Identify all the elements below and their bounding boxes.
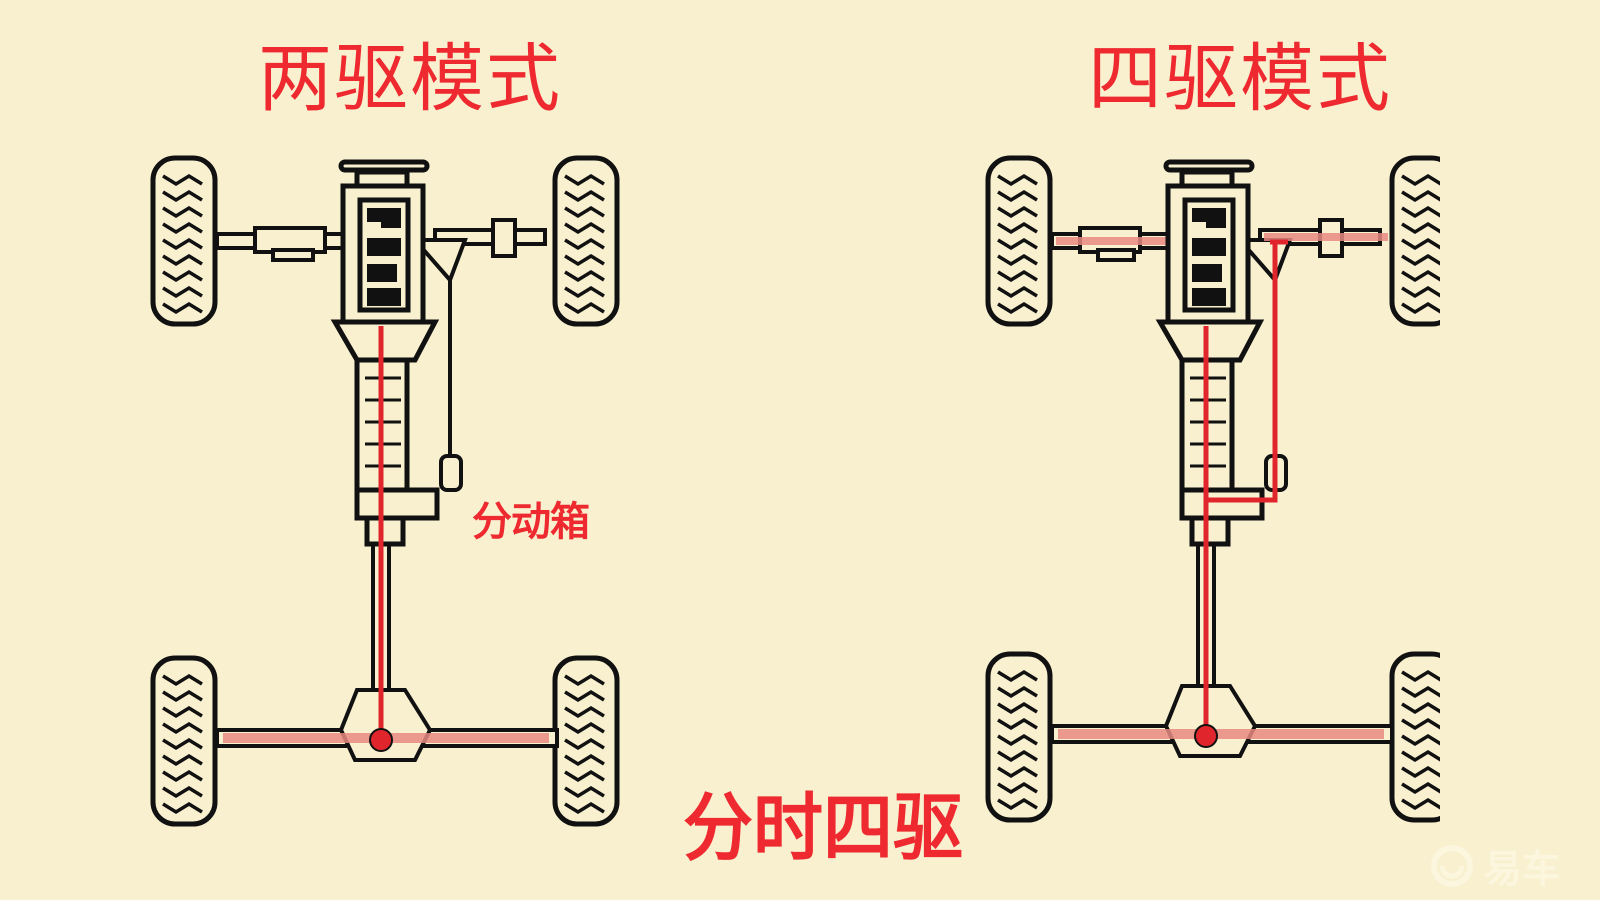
title-four-wheel-drive: 四驱模式 bbox=[1088, 36, 1392, 122]
rear-left-tire bbox=[153, 658, 215, 824]
transfer-case-callout: 分动箱 bbox=[472, 499, 590, 545]
watermark-text: 易车 bbox=[1484, 847, 1561, 891]
chassis-diagram-4wd bbox=[960, 150, 1440, 840]
footer-title-part-time-4wd: 分时四驱 bbox=[683, 784, 963, 872]
front-right-tire bbox=[555, 158, 617, 324]
watermark: 易车 bbox=[1428, 838, 1560, 893]
title-two-wheel-drive: 两驱模式 bbox=[258, 36, 562, 122]
yiche-logo-icon bbox=[1431, 844, 1473, 887]
front-left-tire bbox=[153, 158, 215, 324]
chassis-diagram-2wd bbox=[145, 150, 625, 840]
rear-right-tire bbox=[555, 658, 617, 824]
